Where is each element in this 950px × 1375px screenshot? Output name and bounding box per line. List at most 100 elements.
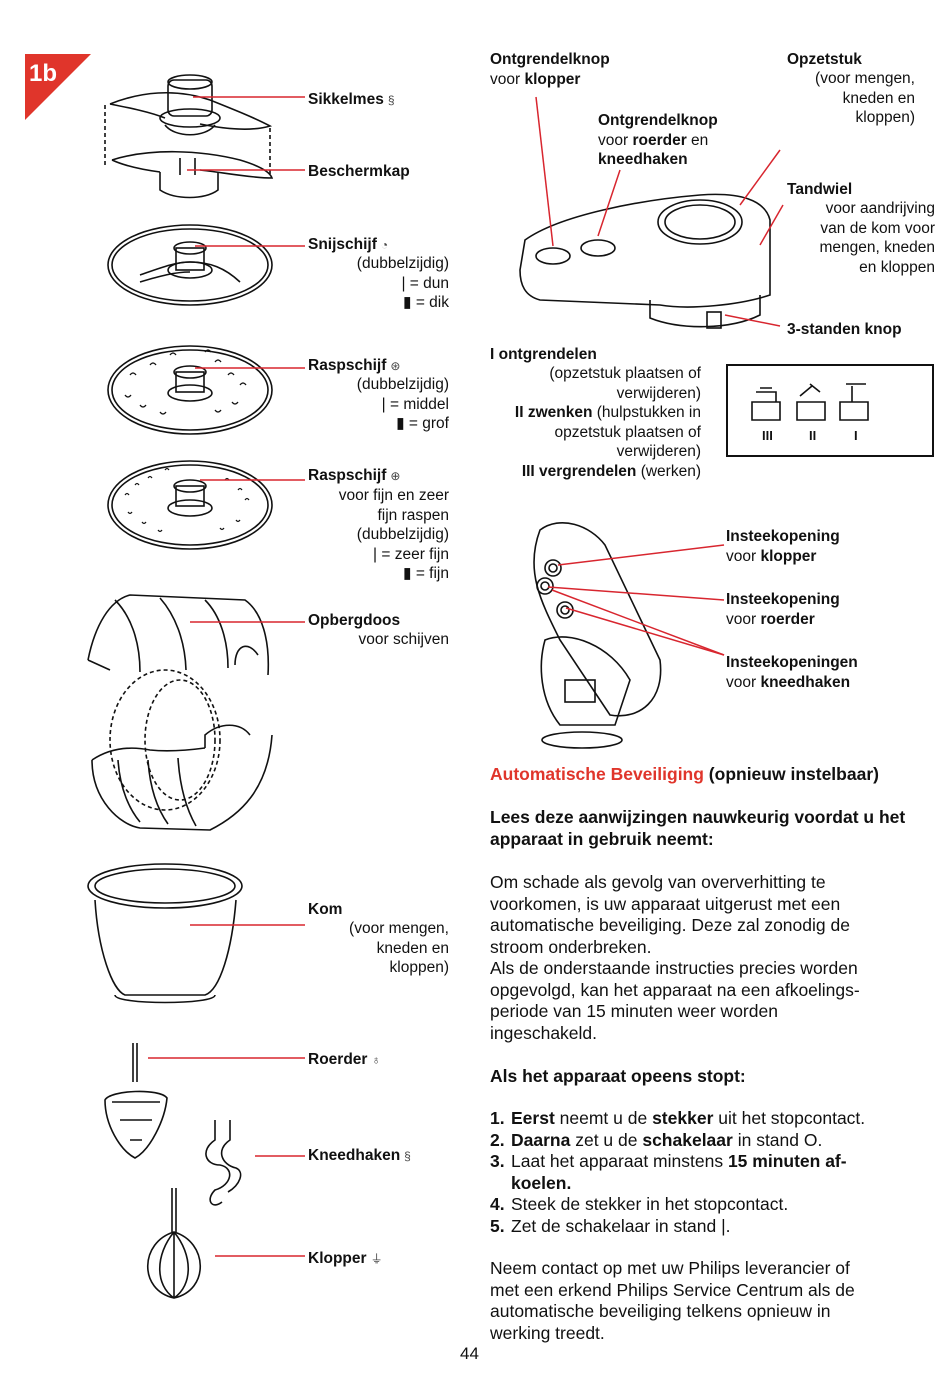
insteek-klopper-l1: Insteekopening (726, 528, 840, 545)
roerder-name: Roerder (308, 1051, 368, 1068)
position-3-rest: (werken) (636, 462, 701, 480)
para1-line1: Om schade als gevolg van oververhitting … (490, 872, 826, 892)
beschermkap-illustration (111, 150, 274, 199)
kom-line1: (voor mengen, (349, 920, 449, 937)
label-kneedhaken: Kneedhaken§ (308, 1146, 411, 1167)
kom-details: (voor mengen, kneden en kloppen) (308, 919, 449, 978)
section-tag: 1b (25, 54, 91, 120)
step-2-b: zet u de (570, 1129, 643, 1150)
section-tag-text: 1b (29, 60, 57, 87)
tandwiel-line2: van de kom voor (820, 219, 935, 237)
para1-line2: voorkomen, is uw apparaat uitgerust met … (490, 893, 841, 914)
step-5-number: 5. (490, 1215, 505, 1236)
step-3-b: Laat het apparaat minstens (511, 1151, 728, 1171)
page-number: 44 (460, 1344, 479, 1363)
step-4: 4.Steek de stekker in het stopcontact. (490, 1194, 930, 1216)
step-3-cont: koelen. (490, 1173, 930, 1195)
knop-name: 3-standen knop (787, 321, 902, 338)
final-line2: met een erkend Philips Service Centrum a… (490, 1279, 855, 1300)
final-line4: werking treedt. (490, 1322, 605, 1343)
insteek-roerder-l2a: voor (726, 610, 761, 628)
label-sikkelmes: Sikkelmes§ (308, 90, 395, 111)
insteek-klopper-l2b: klopper (760, 547, 817, 565)
para1-line4: stroom onderbreken. (490, 936, 652, 957)
kneedhaken-symbol-icon: § (404, 1149, 411, 1163)
para2-line1: Als de onderstaande instructies precies … (490, 958, 858, 978)
snijschijf-line3-text: = dik (415, 294, 449, 311)
para2-line3: periode van 15 minuten weer worden (490, 1001, 778, 1021)
ontgr-klopper-l2a: voor (490, 70, 525, 88)
step-3-cont-c: koelen (511, 1172, 567, 1193)
opzetstuk-line3: kloppen) (855, 109, 915, 126)
position-2-line0: II zwenken (hulpstukken in (480, 403, 701, 423)
insteek-kneedhaken-l2a: voor (726, 673, 761, 691)
filled-square-icon: ▮ (396, 415, 405, 432)
stop-heading: Als het apparaat opeens stopt: (490, 1066, 746, 1086)
position-2-line1: opzetstuk plaatsen of (554, 423, 702, 441)
raspschijf2-name: Raspschijf (308, 467, 387, 484)
steps-list: 1.Eerst neemt u de stekker uit het stopc… (490, 1108, 930, 1237)
kom-illustration (87, 863, 243, 1004)
step-1-a: Eerst (511, 1108, 555, 1128)
step-2-c: schakelaar (642, 1129, 733, 1150)
position-1-line1: (opzetstuk plaatsen of (549, 365, 701, 382)
insteek-klopper-l2a: voor (726, 547, 761, 565)
raspschijf1-line2: | = middel (381, 395, 449, 413)
step-5-b: Zet de schakelaar in stand |. (511, 1215, 731, 1236)
final-line3: automatische beveiliging telkens opnieuw… (490, 1301, 831, 1321)
ontgr-roerder-l3: kneedhaken (598, 151, 688, 168)
position-2-line2: verwijderen) (616, 443, 701, 460)
kom-line2: kneden en (376, 939, 449, 957)
snijschijf-line1: (dubbelzijdig) (356, 255, 449, 272)
raspschijf1-details: (dubbelzijdig) | = middel ▮ = grof (308, 375, 449, 434)
step-1-number: 1. (490, 1108, 505, 1128)
section-heading: Automatische Beveiliging (opnieuw instel… (490, 764, 930, 786)
klopper-symbol-icon: ⏚ (370, 1252, 383, 1266)
sikkelmes-name: Sikkelmes (308, 91, 384, 108)
step-3-cont-d: . (566, 1172, 572, 1193)
position-2-name: II zwenken (514, 404, 593, 421)
filled-square-icon: ▮ (402, 294, 412, 311)
insteek-kneedhaken-l1: Insteekopeningen (726, 654, 858, 671)
step-2-a: Daarna (511, 1129, 571, 1150)
label-insteek-kneedhaken: Insteekopeningen voor kneedhaken (726, 653, 858, 692)
klopper-name: Klopper (308, 1250, 367, 1267)
position-3-line0: III vergrendelen (werken) (480, 462, 701, 482)
leader-lines (148, 96, 784, 1257)
kneedhaken-name: Kneedhaken (308, 1147, 401, 1164)
final-paragraph: Neem contact op met uw Philips leveranci… (490, 1258, 930, 1344)
label-raspschijf1: Raspschijf⊛ (308, 356, 400, 377)
machine-head-illustration (519, 193, 771, 329)
kneedhaken-illustration (205, 1120, 242, 1206)
tandwiel-details: voor aandrijving van de kom voor mengen,… (760, 199, 935, 277)
opzetstuk-line2: kneden en (842, 89, 915, 107)
ontgr-roerder-l2b: roerder (632, 131, 687, 149)
step-3-number: 3. (490, 1151, 505, 1171)
final-line1: Neem contact op met uw Philips leveranci… (490, 1258, 850, 1278)
opzetstuk-details: (voor mengen, kneden en kloppen) (760, 69, 915, 128)
raspschijf1-line3-text: = grof (408, 415, 449, 432)
para2-line2: opgevolgd, kan het apparaat na een afkoe… (490, 979, 860, 1000)
filled-square-icon: ▮ (402, 565, 412, 582)
raspschijf1-symbol-icon: ⊛ (390, 359, 401, 373)
label-kom: Kom (308, 900, 342, 920)
ontgr-klopper-l1: Ontgrendelknop (490, 51, 610, 68)
raspschijf1-line3: ▮ = grof (308, 414, 449, 434)
klopper-illustration (147, 1188, 201, 1299)
heading-rest: (opnieuw instelbaar) (703, 764, 879, 784)
tandwiel-line1: voor aandrijving (825, 200, 935, 217)
step-1: 1.Eerst neemt u de stekker uit het stopc… (490, 1108, 930, 1130)
opbergdoos-illustration (87, 594, 273, 831)
box-label-III: III (762, 428, 773, 443)
label-tandwiel: Tandwiel (787, 180, 852, 200)
raspschijf2-line5-text: = fijn (415, 565, 449, 582)
step-1-b: neemt u de (554, 1108, 653, 1128)
raspschijf1-line1: (dubbelzijdig) (356, 376, 449, 393)
sikkelmes-illustration (104, 74, 273, 175)
opzetstuk-name: Opzetstuk (787, 51, 862, 68)
heading-red: Automatische Beveiliging (490, 764, 704, 784)
step-5: 5. Zet de schakelaar in stand |. (490, 1216, 930, 1238)
kom-line3: kloppen) (389, 959, 449, 976)
state-icons (751, 383, 869, 421)
